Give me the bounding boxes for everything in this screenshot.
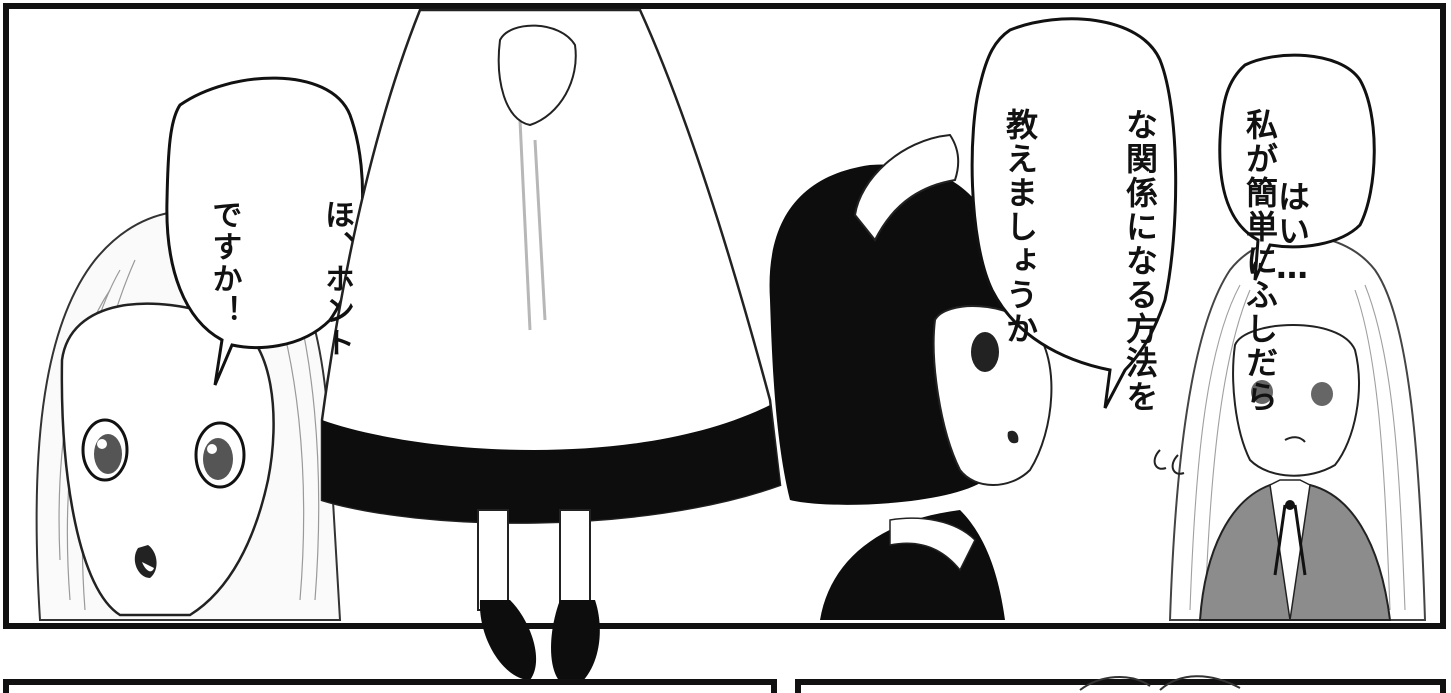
right-bubble-line-1: はい…	[1273, 180, 1311, 288]
center-bubble-text: 私が簡単にふしだら な関係になる方法を 教えましょうか	[1000, 28, 1320, 414]
bottom-right-panel	[795, 675, 1446, 693]
black-haired-maid-figure	[769, 133, 1053, 620]
right-girl-figure	[1153, 235, 1427, 621]
left-speech-bubble	[165, 76, 365, 386]
center-speech-bubble	[970, 17, 1178, 409]
bottom-left-panel	[3, 679, 777, 693]
left-bubble-line-2: ですか！	[206, 199, 242, 327]
right-bubble-text: はい…	[1272, 100, 1352, 288]
left-bubble-text: ほ、ホント ですか！	[205, 125, 393, 359]
center-maid-figure	[320, 8, 782, 689]
right-speech-bubble	[1218, 53, 1376, 281]
center-bubble-line-3: 教えましょうか	[1001, 108, 1039, 346]
center-bubble-line-2: な関係になる方法を	[1121, 108, 1159, 414]
left-bubble-line-1: ほ、ホント	[319, 199, 354, 359]
top-panel	[3, 3, 1446, 689]
center-bubble-line-1: 私が簡単にふしだら	[1241, 108, 1279, 414]
